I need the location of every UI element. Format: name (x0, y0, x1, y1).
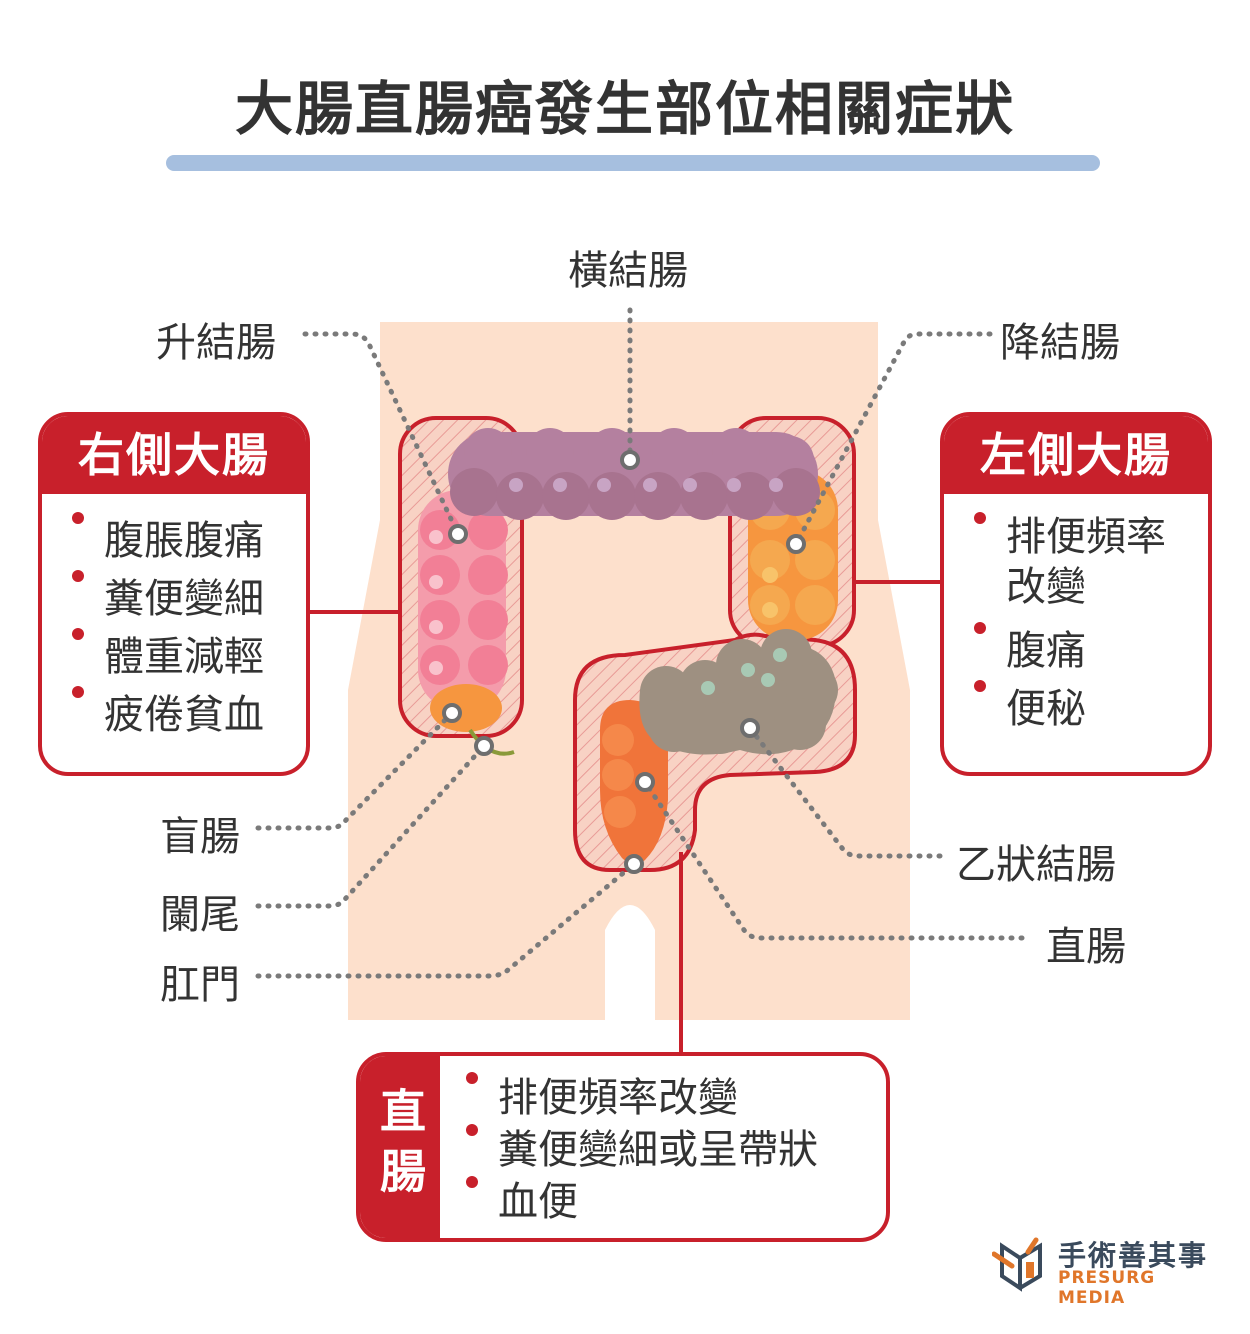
right-colon-symptom: 體重減輕 (42, 628, 306, 686)
rectum-shape (600, 700, 668, 865)
box-connectors (308, 580, 942, 1052)
rectum-title: 直腸 (360, 1056, 440, 1238)
anchor-anus (624, 854, 644, 874)
brand-logo: 手術善其事 PRESURG MEDIA (991, 1232, 1222, 1308)
rectum-box: 直腸 排便頻率改變 糞便變細或呈帶狀 血便 (356, 1052, 890, 1242)
anchor-appendix (474, 736, 494, 756)
label-cecum: 盲腸 (160, 814, 240, 860)
anchor-cecum (442, 703, 462, 723)
ascending-colon (418, 490, 515, 756)
anchor-sigmoid (740, 718, 760, 738)
anchor-ascending (448, 524, 468, 544)
label-transverse: 橫結腸 (568, 248, 688, 294)
right-colon-title: 右側大腸 (42, 416, 306, 494)
label-anus: 肛門 (160, 962, 240, 1008)
right-colon-symptom: 糞便變細 (42, 570, 306, 628)
anchor-dots (442, 450, 806, 874)
sigmoid-colon (639, 629, 838, 755)
anchor-transverse (620, 450, 640, 470)
anchor-descending (786, 534, 806, 554)
right-colon-symptom: 疲倦貧血 (42, 686, 306, 744)
leader-lines (255, 307, 1025, 979)
page-title: 大腸直腸癌發生部位相關症狀 (234, 75, 1015, 143)
transverse-colon (448, 428, 820, 520)
left-colon-box: 左側大腸 排便頻率改變 腹痛 便秘 (940, 412, 1212, 776)
left-colon-symptom: 便秘 (944, 680, 1208, 738)
brand-logo-icon (991, 1237, 1042, 1292)
label-appendix: 闌尾 (160, 892, 240, 938)
rectum-symptom: 血便 (436, 1176, 818, 1228)
left-colon-title: 左側大腸 (944, 416, 1208, 494)
right-colon-symptom: 腹脹腹痛 (42, 512, 306, 570)
label-ascending: 升結腸 (156, 320, 276, 366)
anchor-rectum (635, 772, 655, 792)
label-sigmoid: 乙狀結腸 (956, 842, 1116, 888)
left-colon-symptom: 腹痛 (944, 622, 1208, 680)
left-colon-symptom: 排便頻率改變 (944, 512, 1208, 622)
rectum-symptom: 糞便變細或呈帶狀 (436, 1124, 818, 1176)
brand-name-en: PRESURG MEDIA (1058, 1268, 1156, 1308)
label-rectum: 直腸 (1046, 924, 1126, 970)
label-descending: 降結腸 (1000, 320, 1120, 366)
rectum-symptom: 排便頻率改變 (436, 1072, 818, 1124)
brand-name-zh: 手術善其事 (1058, 1239, 1209, 1272)
right-colon-box: 右側大腸 腹脹腹痛 糞便變細 體重減輕 疲倦貧血 (38, 412, 310, 776)
title-underline (166, 155, 1100, 171)
